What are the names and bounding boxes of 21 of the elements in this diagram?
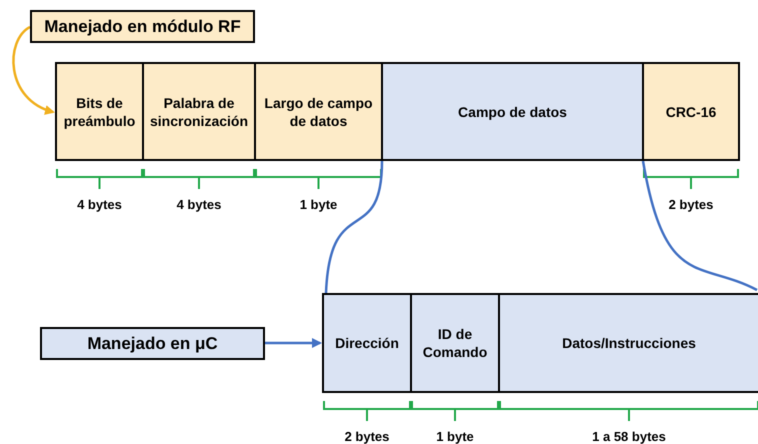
arrow: [12, 26, 55, 114]
field-box: Campo de datos: [381, 62, 644, 161]
size-label: 1 byte: [298, 197, 338, 212]
label-box: Manejado en μC: [40, 327, 265, 360]
connector-line: [324, 160, 384, 294]
arrow: [265, 338, 322, 348]
field-box: Largo de campo de datos: [254, 62, 383, 161]
size-label: 1 a 58 bytes: [591, 429, 667, 444]
field-box: CRC-16: [642, 62, 740, 161]
size-label: 4 bytes: [176, 197, 222, 212]
size-label: 2 bytes: [668, 197, 714, 212]
size-label: 2 bytes: [344, 429, 390, 444]
connector-line: [642, 160, 758, 292]
size-label: 1 byte: [435, 429, 475, 444]
field-box: Bits de preámbulo: [55, 62, 144, 161]
size-label: 4 bytes: [76, 197, 123, 212]
field-box: Dirección: [322, 293, 412, 393]
label-box: Manejado en módulo RF: [30, 10, 255, 43]
field-box: ID de Comando: [410, 293, 500, 393]
field-box: Datos/Instrucciones: [498, 293, 758, 393]
field-box: Palabra de sincronización: [142, 62, 256, 161]
